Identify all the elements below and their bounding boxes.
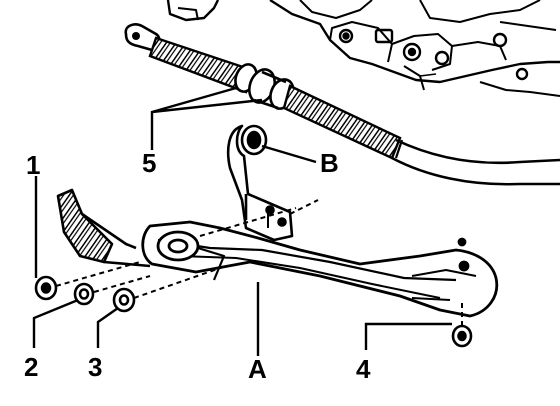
fastener-nut-4 xyxy=(451,324,473,348)
gear-selector-cable xyxy=(124,23,560,186)
assembly-axis-lines xyxy=(55,207,463,326)
leader-5 xyxy=(150,86,263,150)
leader-b xyxy=(261,144,317,164)
selector-lever-arm xyxy=(141,220,499,318)
fastener-bolt-3 xyxy=(112,287,136,313)
callout-2: 2 xyxy=(24,352,38,382)
callout-3: 3 xyxy=(88,352,102,382)
leader-lines xyxy=(32,86,452,356)
cable-grommet xyxy=(234,63,295,110)
engine-housing xyxy=(166,0,560,97)
callout-b: B xyxy=(320,148,339,178)
callout-4: 4 xyxy=(356,354,371,384)
callout-5: 5 xyxy=(142,148,156,178)
leader-3 xyxy=(96,307,119,348)
callout-a: A xyxy=(248,354,267,384)
fastener-washer-2 xyxy=(73,282,95,306)
mounting-plate xyxy=(56,188,151,268)
leader-2 xyxy=(32,298,79,348)
fastener-nut-1 xyxy=(34,275,58,301)
callout-1: 1 xyxy=(26,150,40,180)
leader-4 xyxy=(364,322,452,350)
bracket-b xyxy=(226,124,319,242)
